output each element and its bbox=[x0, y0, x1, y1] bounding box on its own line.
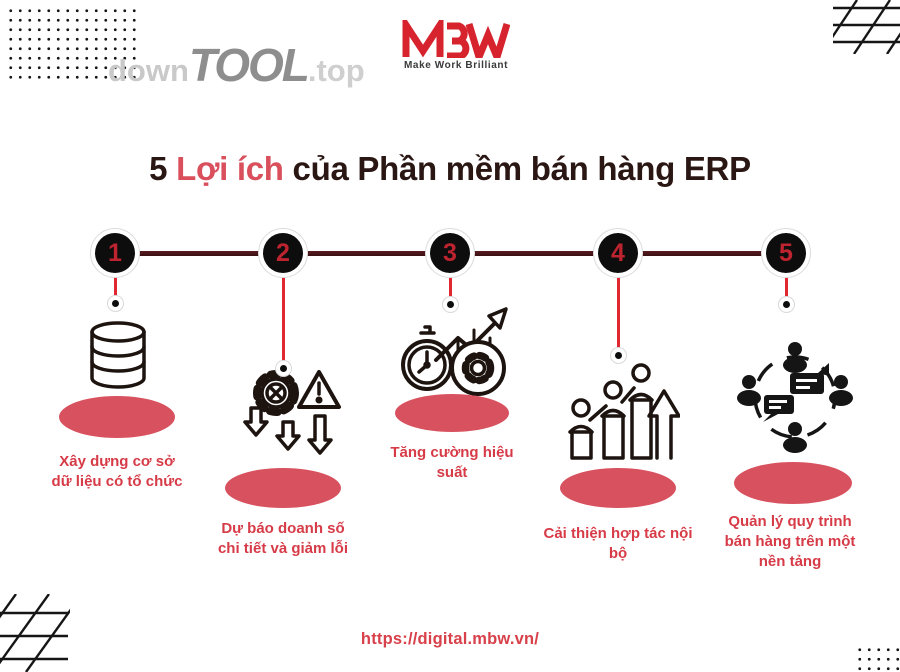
connector-dot-2 bbox=[275, 360, 292, 377]
database-icon bbox=[90, 321, 146, 389]
benefit-label-1: Xây dựng cơ sở dữ liệu có tổ chức bbox=[51, 453, 183, 490]
connector-dot-3 bbox=[442, 296, 459, 313]
step-circle-5: 5 bbox=[761, 228, 811, 278]
platform-network-icon bbox=[737, 342, 853, 453]
step-circle-4: 4 bbox=[593, 228, 643, 278]
connector-dot-4 bbox=[610, 347, 627, 364]
connector-line-3 bbox=[448, 276, 452, 299]
watermark-down: down bbox=[108, 53, 189, 88]
podium-ellipse-2 bbox=[225, 468, 341, 508]
title-number: 5 bbox=[149, 150, 168, 187]
benefit-label-4: Cải thiện hợp tác nội bộ bbox=[543, 525, 693, 562]
title-highlight: Lợi ích bbox=[176, 150, 284, 187]
footer-url[interactable]: https://digital.mbw.vn/ bbox=[360, 630, 540, 648]
connector-line-5 bbox=[784, 276, 788, 299]
mbw-tagline: Make Work Brilliant bbox=[403, 60, 509, 71]
watermark-tool: TOOL bbox=[188, 39, 310, 91]
step-number: 3 bbox=[443, 238, 457, 267]
step-number: 1 bbox=[108, 238, 122, 267]
connector-dot-1 bbox=[107, 295, 124, 312]
benefit-label-3: Tăng cường hiệu suất bbox=[390, 444, 514, 481]
performance-boost-icon bbox=[401, 307, 508, 396]
connector-line-4 bbox=[616, 276, 620, 350]
step-number: 5 bbox=[779, 238, 793, 267]
watermark-top: .top bbox=[307, 53, 365, 88]
step-number: 2 bbox=[276, 238, 290, 267]
title-rest: của Phần mềm bán hàng ERP bbox=[292, 150, 752, 187]
podium-ellipse-3 bbox=[395, 394, 509, 432]
connector-line-1 bbox=[113, 276, 117, 298]
mbw-logo bbox=[402, 20, 510, 58]
step-number: 4 bbox=[611, 238, 625, 267]
connector-line-2 bbox=[281, 276, 285, 363]
page-title: 5 Lợi ích của Phần mềm bán hàng ERP bbox=[0, 150, 900, 188]
benefit-label-2: Dự báo doanh số chi tiết và giảm lỗi bbox=[217, 520, 349, 557]
team-collaboration-icon bbox=[568, 363, 680, 460]
diagonal-stripes-pattern-top-right bbox=[833, 0, 900, 54]
step-circle-1: 1 bbox=[90, 228, 140, 278]
downtool-watermark-logo: downTOOL.top bbox=[108, 38, 365, 92]
connector-dot-5 bbox=[778, 296, 795, 313]
dot-grid-pattern-bottom-right bbox=[855, 645, 900, 672]
step-circle-3: 3 bbox=[425, 228, 475, 278]
podium-ellipse-5 bbox=[734, 462, 852, 504]
step-circle-2: 2 bbox=[258, 228, 308, 278]
podium-ellipse-4 bbox=[560, 468, 676, 508]
forecast-error-reduction-icon bbox=[243, 370, 341, 455]
dot-grid-pattern-top-left bbox=[6, 6, 138, 82]
benefit-label-5: Quản lý quy trình bán hàng trên một nền … bbox=[724, 513, 856, 570]
diagonal-stripes-pattern-bottom-left bbox=[0, 594, 70, 672]
podium-ellipse-1 bbox=[59, 396, 175, 438]
